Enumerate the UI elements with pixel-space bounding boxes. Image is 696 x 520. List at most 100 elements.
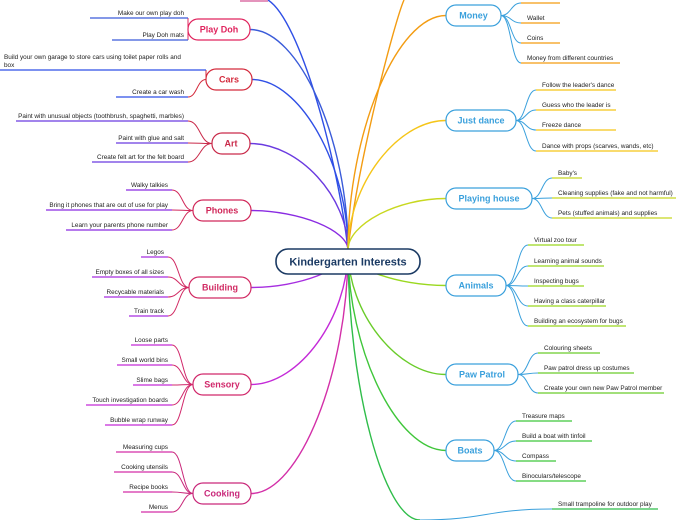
leaf-label-phones-1: Bring it phones that are out of use for … <box>49 202 168 209</box>
topic-node-playdoh[interactable]: Play Doh <box>187 18 251 41</box>
leaf-connector-money-0 <box>500 2 522 16</box>
topic-node-pawpatrol[interactable]: Paw Patrol <box>445 363 519 386</box>
leaf-connector-phones-1 <box>171 209 194 211</box>
leaf-label-playinghouse-0: Baby's <box>558 170 577 177</box>
topic-node-cooking[interactable]: Cooking <box>192 482 252 505</box>
leaf-connector-art-0 <box>187 120 213 144</box>
topic-node-justdance[interactable]: Just dance <box>445 109 517 132</box>
leaf-item-building-1[interactable]: Empty boxes of all sizes <box>95 269 164 276</box>
leaf-connector-playinghouse-2 <box>531 198 553 219</box>
topic-node-phones[interactable]: Phones <box>192 199 252 222</box>
leaf-item-animals-0[interactable]: Virtual zoo tour <box>534 237 578 244</box>
topic-label-animals: Animals <box>458 281 493 291</box>
leaf-item-building-3[interactable]: Train track <box>134 308 165 315</box>
leaf-label-art-1: Paint with glue and salt <box>118 135 184 142</box>
topic-label-phones: Phones <box>206 206 239 216</box>
leaf-item-cooking-1[interactable]: Cooking utensils <box>121 464 168 471</box>
topic-node-boats[interactable]: Boats <box>445 439 495 462</box>
leaf-item-money-3[interactable]: Money from different countries <box>527 55 613 62</box>
leaf-item-animals-4[interactable]: Building an ecosystem for bugs <box>534 318 623 325</box>
topic-node-building[interactable]: Building <box>188 276 252 299</box>
leaf-item-playinghouse-0[interactable]: Baby's <box>558 170 577 177</box>
leaf-item-playdoh-0[interactable]: Make our own play doh <box>118 10 185 17</box>
topic-label-art: Art <box>225 139 238 149</box>
topic-label-building: Building <box>202 283 238 293</box>
leaf-label-building-1: Empty boxes of all sizes <box>95 269 164 276</box>
leaf-item-boats-2[interactable]: Compass <box>522 453 549 460</box>
leaf-item-art-2[interactable]: Create felt art for the felt board <box>97 154 184 161</box>
leaf-item-playdoh-1[interactable]: Play Doh mats <box>142 32 184 39</box>
leaf-label-cars-0-line1: Build your own garage to store cars usin… <box>4 54 181 61</box>
leaf-connector-art-2 <box>187 143 213 163</box>
leaf-connector-pawpatrol-0 <box>517 352 539 375</box>
leaf-item-money-1[interactable]: Wallet <box>527 15 545 22</box>
leaf-item-cooking-0[interactable]: Measuring cups <box>123 444 168 451</box>
topic-label-justdance: Just dance <box>457 116 504 126</box>
leaf-item-cooking-3[interactable]: Menus <box>149 504 168 511</box>
leaf-item-building-2[interactable]: Recycable materials <box>106 289 164 296</box>
leaf-label-playinghouse-2: Pets (stuffed animals) and supplies <box>558 210 657 217</box>
topic-label-playdoh: Play Doh <box>200 25 239 35</box>
leaf-connector-boats-1 <box>493 440 517 451</box>
leaf-item-phones-1[interactable]: Bring it phones that are out of use for … <box>49 202 168 209</box>
leaf-item-animals-3[interactable]: Having a class caterpillar <box>534 298 606 305</box>
topic-node-money[interactable]: Money <box>445 4 502 27</box>
leaf-item-money-0[interactable]: Purse <box>527 0 544 2</box>
leaf-label-animals-1: Learning animal sounds <box>534 258 602 265</box>
leaf-label-art-2: Create felt art for the felt board <box>97 154 184 161</box>
leaf-label-building-2: Recycable materials <box>106 289 164 296</box>
leaf-item-pawpatrol-0[interactable]: Colouring sheets <box>544 345 592 352</box>
leaf-item-art-1[interactable]: Paint with glue and salt <box>118 135 184 142</box>
leaf-item-justdance-1[interactable]: Guess who the leader is <box>542 102 611 109</box>
leaf-item-art-0[interactable]: Paint with unusual objects (toothbrush, … <box>18 113 184 120</box>
leaf-label-money-1: Wallet <box>527 15 545 22</box>
leaf-item-building-0[interactable]: Legos <box>147 249 164 256</box>
leaf-item-money-2[interactable]: Coins <box>527 35 543 42</box>
topic-node-playinghouse[interactable]: Playing house <box>445 187 533 210</box>
leaf-item-sensory-4[interactable]: Bubble wrap runway <box>110 417 169 424</box>
topic-node-cars[interactable]: Cars <box>205 68 253 91</box>
leaf-item-phones-0[interactable]: Walky talkies <box>131 182 168 189</box>
leaf-item-cars-1[interactable]: Create a car wash <box>132 89 184 96</box>
leaf-label-building-0: Legos <box>147 249 164 256</box>
topic-node-sensory[interactable]: Sensory <box>192 373 252 396</box>
leaf-item-phones-2[interactable]: Learn your parents phone number <box>71 222 169 229</box>
leaf-label-pawpatrol-1: Paw patrol dress up costumes <box>544 365 630 372</box>
leaf-item-animals-1[interactable]: Learning animal sounds <box>534 258 602 265</box>
connector-lines <box>0 0 676 520</box>
leaf-label-boats-1: Build a boat with tinfoil <box>522 433 586 440</box>
leaf-label-money-0: Purse <box>527 0 544 2</box>
leaf-item-justdance-3[interactable]: Dance with props (scarves, wands, etc) <box>542 143 654 150</box>
leaf-item-pawpatrol-2[interactable]: Create your own new Paw Patrol member <box>544 385 663 392</box>
leaf-item-playinghouse-2[interactable]: Pets (stuffed animals) and supplies <box>558 210 657 217</box>
leaf-item-justdance-2[interactable]: Freeze dance <box>542 122 582 129</box>
leaf-item-justdance-0[interactable]: Follow the leader's dance <box>542 82 615 89</box>
leaf-label-money-2: Coins <box>527 35 543 42</box>
leaf-connector-sensory-1 <box>171 364 194 385</box>
leaf-connector-outdoor-0 <box>419 508 553 520</box>
leaf-connector-money-3 <box>500 15 522 64</box>
connector-offscreen-top-left <box>267 0 349 251</box>
leaf-label-justdance-2: Freeze dance <box>542 122 582 129</box>
leaf-item-boats-0[interactable]: Treasure maps <box>522 413 565 420</box>
central-topic-node[interactable]: Kindergarten Interests <box>275 248 421 275</box>
leaf-label-cooking-2: Recipe books <box>129 484 168 491</box>
leaf-item-animals-2[interactable]: Inspecting bugs <box>534 278 579 285</box>
topic-node-animals[interactable]: Animals <box>445 274 507 297</box>
leaf-item-playinghouse-1[interactable]: Cleaning supplies (fake and not harmful) <box>558 190 673 197</box>
leaf-item-pawpatrol-1[interactable]: Paw patrol dress up costumes <box>544 365 630 372</box>
leaf-item-boats-3[interactable]: Binoculars/telescope <box>522 473 581 480</box>
leaf-item-outdoor-0[interactable]: Small trampoline for outdoor play <box>558 501 653 508</box>
leaf-connector-building-1 <box>167 276 190 288</box>
leaf-item-boats-1[interactable]: Build a boat with tinfoil <box>522 433 586 440</box>
leaf-item-cooking-2[interactable]: Recipe books <box>129 484 168 491</box>
topic-node-art[interactable]: Art <box>211 132 251 155</box>
leaf-item-sensory-3[interactable]: Touch investigation boards <box>92 397 168 404</box>
topic-label-playinghouse: Playing house <box>458 194 519 204</box>
leaf-item-sensory-2[interactable]: Slime bags <box>136 377 168 384</box>
leaf-item-sensory-1[interactable]: Small world bins <box>121 357 168 364</box>
leaf-item-sensory-0[interactable]: Loose parts <box>135 337 168 344</box>
leaf-label-justdance-1: Guess who the leader is <box>542 102 611 109</box>
leaf-item-cars-0[interactable]: Build your own garage to store cars usin… <box>4 54 181 69</box>
leaf-label-pawpatrol-0: Colouring sheets <box>544 345 592 352</box>
